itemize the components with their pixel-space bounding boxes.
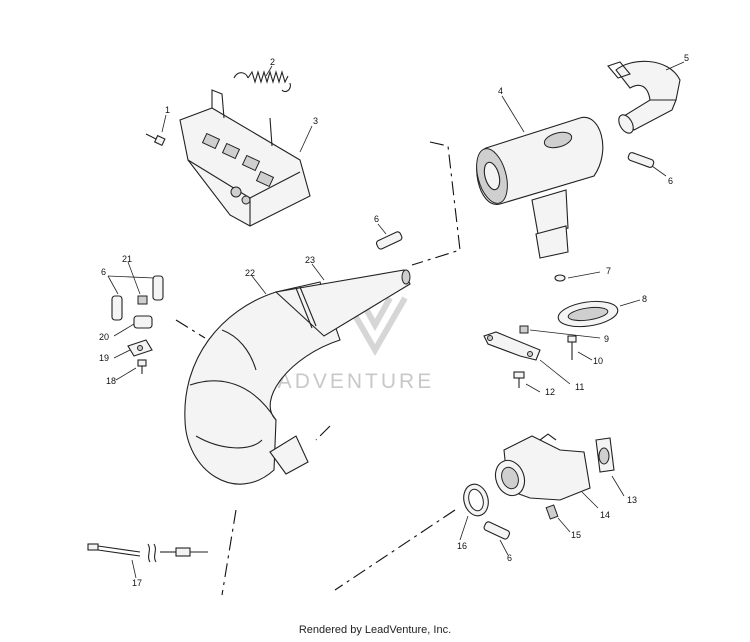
part-6-spring-bottom [483,521,511,556]
part-7-washer [554,271,601,282]
part-14-manifold [494,433,599,509]
assembly-lines [175,141,461,596]
callout-23: 23 [305,255,315,265]
part-19-plate [113,339,153,359]
callout-8: 8 [642,294,647,304]
part-21-nut [127,261,148,305]
part-2-spring [233,65,291,93]
callout-21: 21 [122,254,132,264]
part-22-expansion-chamber [184,275,341,485]
part-5-tailpipe [607,60,685,134]
part-3-mounting-bracket [179,89,313,227]
part-13-flange-gasket [595,437,625,497]
part-12-bolt [513,371,541,393]
part-6-spring-center [375,223,403,250]
part-20-grommet [113,315,153,337]
part-18-bolt [115,359,147,381]
part-23-stinger-cone [274,263,411,337]
callout-10: 10 [593,356,603,366]
callout-15: 15 [571,530,581,540]
callout-1: 1 [165,105,170,115]
part-10-stud [567,335,593,361]
callout-labels: 1 2 3 4 5 6 6 6 6 7 8 9 10 11 12 13 14 1… [99,53,689,588]
part-8-gasket [557,299,641,328]
part-17-sensor-wire [87,543,208,579]
callout-6a: 6 [668,176,673,186]
callout-18: 18 [106,376,116,386]
callout-9: 9 [604,334,609,344]
callout-11: 11 [575,382,584,392]
callout-7: 7 [606,266,611,276]
part-4-muffler [476,95,604,259]
callout-19: 19 [99,353,109,363]
callout-17: 17 [132,578,142,588]
callout-5: 5 [684,53,689,63]
callout-12: 12 [545,387,555,397]
part-1-bolt [145,114,167,147]
callout-13: 13 [627,495,637,505]
callout-3: 3 [313,116,318,126]
part-6-spring-left [107,275,164,321]
part-9-nut [519,325,601,339]
callout-14: 14 [600,510,610,520]
footer-credit: Rendered by LeadVenture, Inc. [298,624,452,636]
part-11-bracket [483,331,571,385]
callout-4: 4 [498,86,503,96]
part-16-o-ring [459,483,489,541]
callout-22: 22 [245,268,255,278]
part-6-spring-muffler [627,152,667,177]
callout-2: 2 [270,57,275,67]
callout-6b: 6 [374,214,379,224]
part-15-bolt [545,504,571,533]
watermark-text: LEADVENTURE [246,370,434,393]
callout-6d: 6 [507,553,512,563]
callout-6c: 6 [101,267,106,277]
callout-16: 16 [457,541,467,551]
callout-20: 20 [99,332,109,342]
